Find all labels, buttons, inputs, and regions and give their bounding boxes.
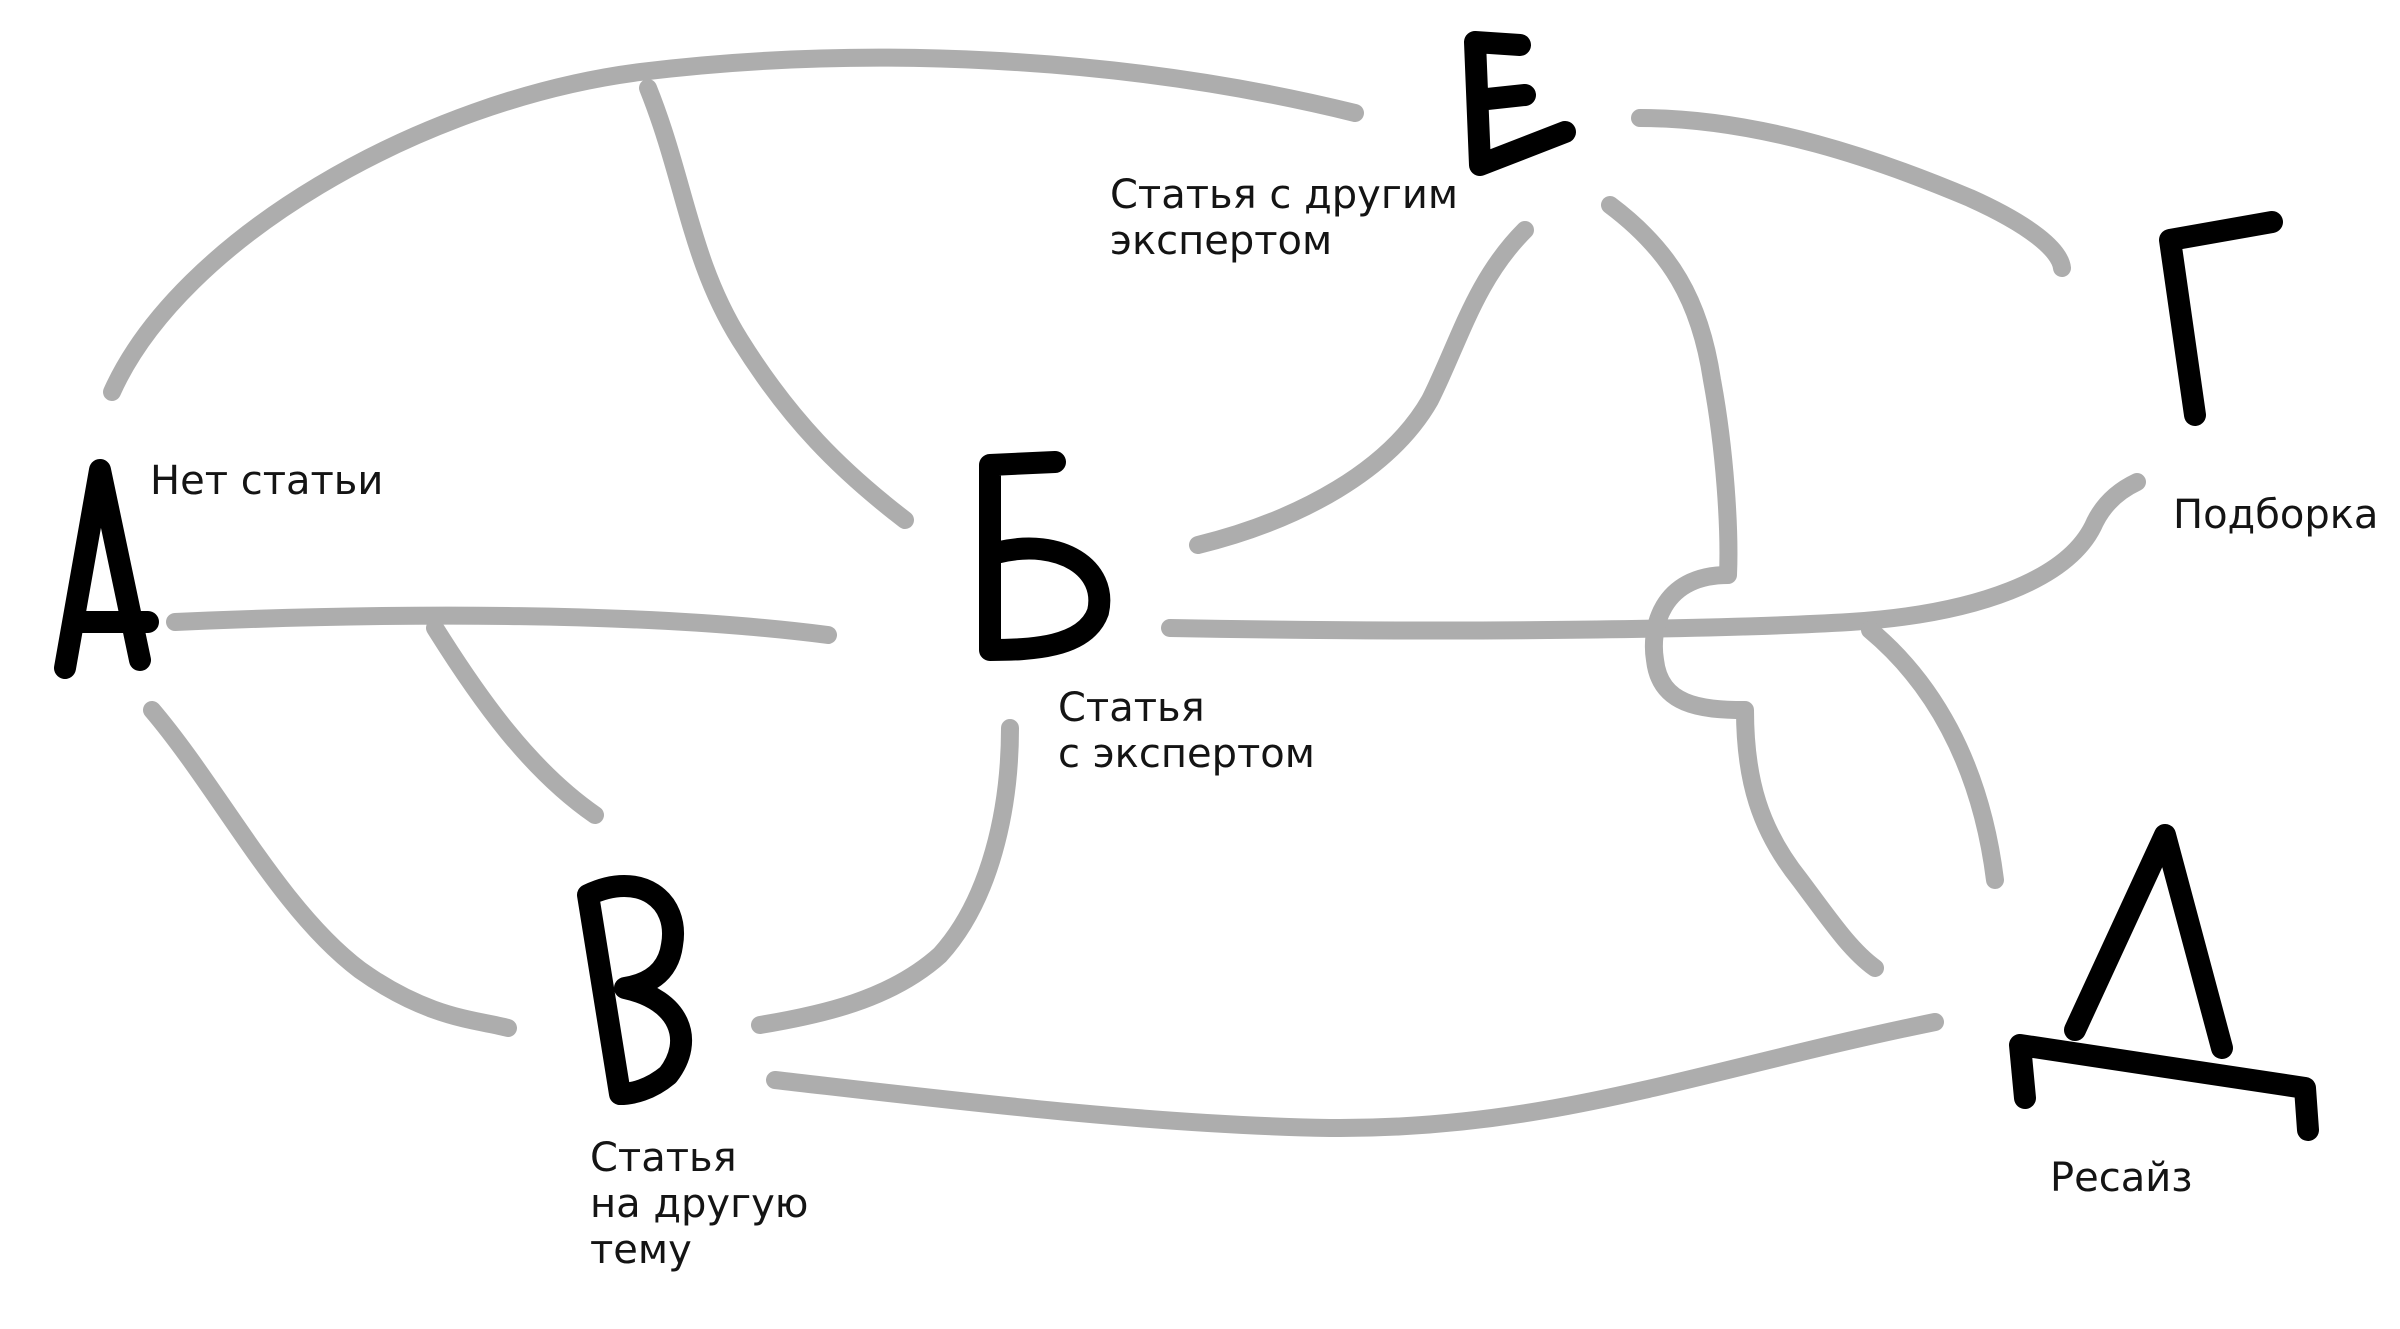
- letter-d-shape: [2009, 824, 2319, 1141]
- node-d: [2009, 824, 2319, 1141]
- letter-a-shape: [54, 459, 159, 679]
- label-a: Нет статьи: [150, 458, 384, 504]
- node-b: [979, 451, 1111, 661]
- edge-arc-to-b-branch: [639, 79, 914, 529]
- edge-a-v: [143, 701, 517, 1037]
- edge-b-e: [1189, 221, 1534, 554]
- node-a: [54, 459, 159, 679]
- edge-bg-to-d-branch: [1861, 621, 2004, 889]
- edge-a-b: [166, 606, 837, 644]
- edge-ab-to-v-branch: [426, 619, 604, 824]
- edges: [103, 48, 2146, 1138]
- edge-a-e-arc: [103, 48, 1364, 401]
- label-b: Статья с экспертом: [1058, 685, 1315, 777]
- letter-g-shape: [2159, 211, 2283, 426]
- label-g: Подборка: [2173, 492, 2379, 538]
- edge-b-v: [751, 719, 1019, 1034]
- label-v: Статья на другую тему: [590, 1135, 809, 1273]
- node-e: [1464, 31, 1576, 176]
- edge-b-g: [1161, 473, 2146, 640]
- label-e: Статья с другим экспертом: [1110, 172, 1459, 264]
- node-v: [577, 874, 693, 1105]
- node-g: [2159, 211, 2283, 426]
- edge-v-d: [766, 1013, 1944, 1138]
- letter-b-shape: [979, 451, 1111, 661]
- edge-e-g: [1631, 109, 2071, 277]
- letter-v-shape: [577, 874, 693, 1105]
- letter-e-shape: [1464, 31, 1576, 176]
- label-d: Ресайз: [2050, 1155, 2193, 1201]
- edge-e-d-with-crossing: [1601, 196, 1884, 977]
